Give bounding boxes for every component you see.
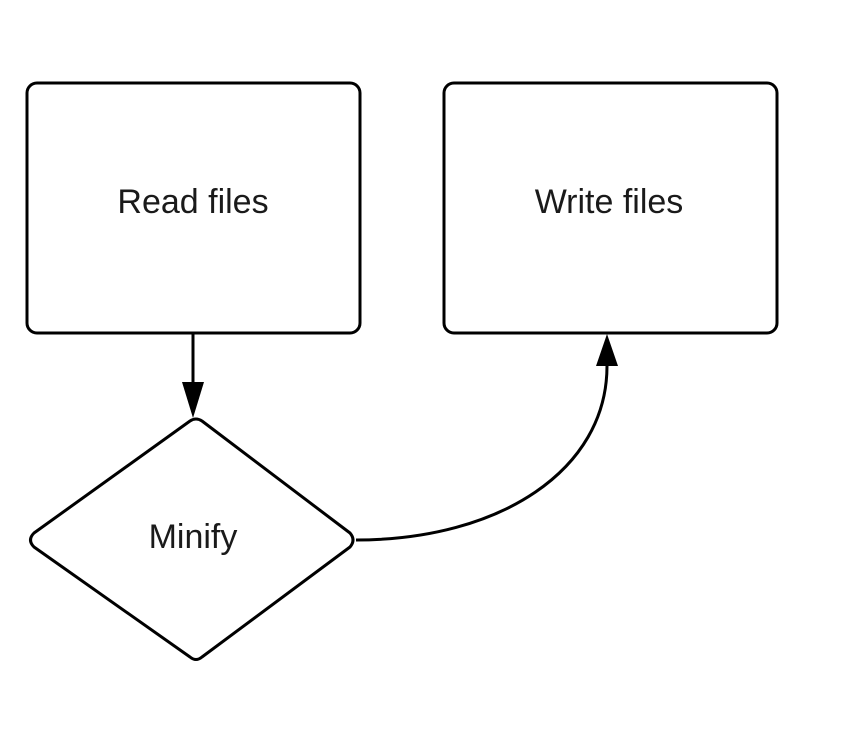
- node-read-files: Read files: [25, 81, 362, 335]
- node-write-files: Write files: [442, 81, 779, 335]
- write-files-label: Write files: [535, 183, 684, 221]
- read-files-label: Read files: [117, 183, 268, 221]
- arrowhead-into-write-files: [596, 334, 618, 366]
- minify-label: Minify: [149, 518, 238, 556]
- node-minify: Minify: [29, 417, 355, 661]
- arrowhead-into-minify: [182, 382, 204, 418]
- minify-diamond: [29, 417, 355, 661]
- edge-minify-to-write: [355, 365, 609, 542]
- write-files-box: [442, 81, 779, 335]
